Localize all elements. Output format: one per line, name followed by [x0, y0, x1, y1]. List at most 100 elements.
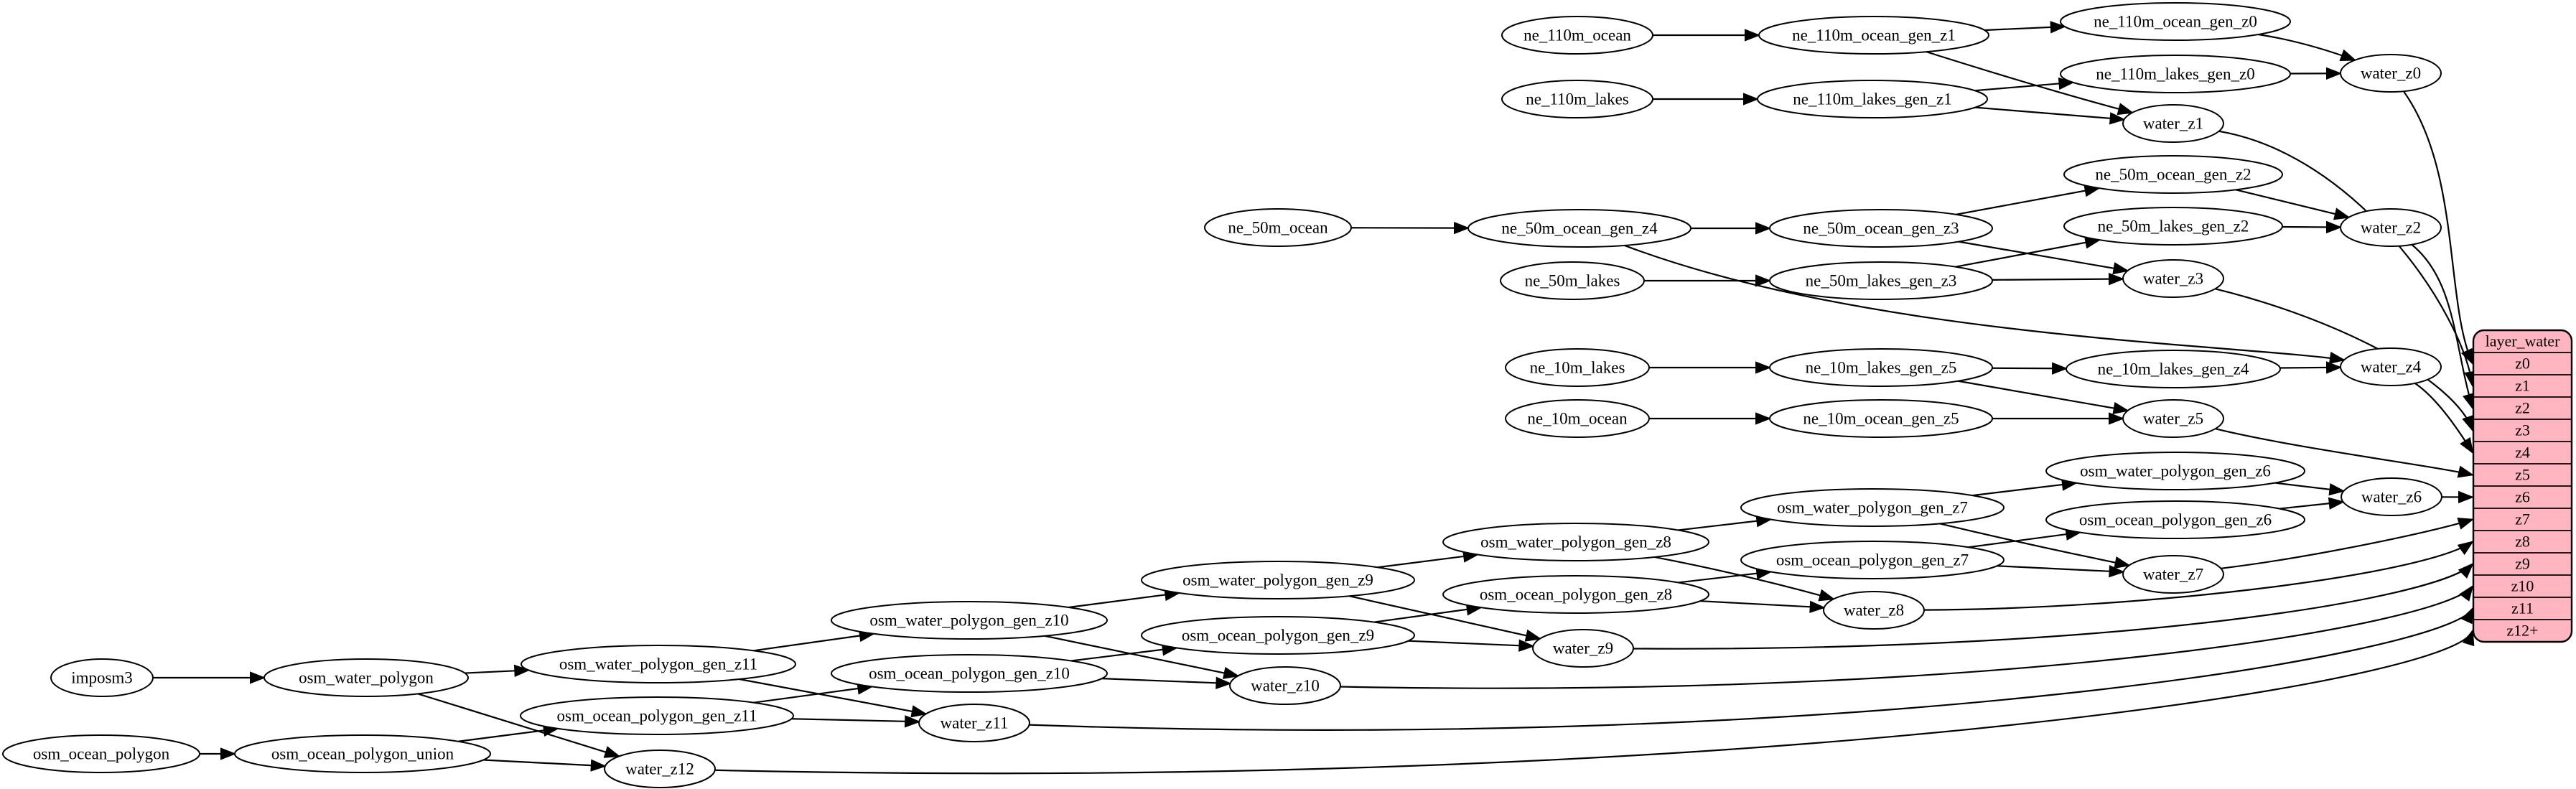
node-label-osm_water_polygon: osm_water_polygon	[299, 669, 434, 687]
edge-osm_water_polygon_gen_z8-to-water_z8	[1654, 556, 1833, 599]
node-label-osm_ocean_polygon: osm_ocean_polygon	[33, 745, 170, 763]
node-water_z6: water_z6	[2341, 477, 2442, 516]
layer-water-row-z1: z1	[2515, 377, 2530, 395]
edge-osm_ocean_polygon_union-to-water_z12	[483, 759, 605, 767]
node-water_z4: water_z4	[2340, 347, 2442, 386]
node-label-water_z3: water_z3	[2143, 270, 2203, 288]
edge-osm_ocean_polygon_gen_z11-to-water_z11	[791, 719, 919, 722]
node-ellipse-water_z2	[2340, 208, 2442, 247]
node-ne_110m_ocean: ne_110m_ocean	[1501, 16, 1653, 55]
node-label-ne_50m_ocean: ne_50m_ocean	[1228, 219, 1328, 237]
node-ne_50m_lakes_gen_z2: ne_50m_lakes_gen_z2	[2063, 207, 2283, 246]
node-ellipse-osm_ocean_polygon_union	[234, 734, 491, 773]
node-label-ne_110m_lakes: ne_110m_lakes	[1526, 90, 1629, 108]
node-label-ne_50m_lakes_gen_z2: ne_50m_lakes_gen_z2	[2098, 218, 2249, 235]
node-osm_ocean_polygon_gen_z6: osm_ocean_polygon_gen_z6	[2045, 500, 2305, 539]
node-label-ne_50m_ocean_gen_z2: ne_50m_ocean_gen_z2	[2095, 166, 2251, 184]
edge-osm_ocean_polygon_gen_z9-to-water_z9	[1408, 641, 1534, 646]
node-ne_50m_lakes_gen_z3: ne_50m_lakes_gen_z3	[1769, 261, 1993, 300]
edge-osm_ocean_polygon_gen_z11-to-osm_ocean_polygon_gen_z10	[753, 686, 872, 704]
node-label-ne_110m_lakes_gen_z0: ne_110m_lakes_gen_z0	[2096, 65, 2254, 83]
edge-osm_ocean_polygon_gen_z9-to-osm_ocean_polygon_gen_z8	[1373, 607, 1481, 623]
layer-water-row-z11: z11	[2511, 599, 2534, 617]
node-label-ne_10m_ocean: ne_10m_ocean	[1527, 410, 1628, 428]
edge-osm_ocean_polygon_gen_z7-to-water_z7	[1997, 566, 2123, 571]
node-ellipse-ne_10m_lakes_gen_z5	[1769, 348, 1993, 387]
node-ellipse-ne_110m_ocean_gen_z0	[2060, 2, 2291, 41]
edge-ne_50m_ocean_gen_z3-to-water_z3	[1959, 241, 2127, 271]
edge-water_z10-to-layer_water-z10	[1340, 587, 2473, 689]
node-label-osm_ocean_polygon_gen_z9: osm_ocean_polygon_gen_z9	[1182, 627, 1374, 645]
node-label-osm_water_polygon_gen_z10: osm_water_polygon_gen_z10	[869, 612, 1068, 630]
edge-osm_ocean_polygon_gen_z8-to-water_z8	[1700, 600, 1824, 607]
edge-osm_water_polygon_gen_z10-to-osm_water_polygon_gen_z9	[1068, 593, 1179, 609]
node-osm_water_polygon_gen_z9: osm_water_polygon_gen_z9	[1141, 561, 1415, 599]
node-ellipse-water_z12	[604, 750, 716, 788]
node-label-water_z7: water_z7	[2143, 566, 2203, 584]
node-ne_110m_ocean_gen_z0: ne_110m_ocean_gen_z0	[2060, 2, 2291, 41]
node-label-osm_water_polygon_gen_z11: osm_water_polygon_gen_z11	[559, 655, 757, 673]
node-ne_110m_ocean_gen_z1: ne_110m_ocean_gen_z1	[1758, 16, 1989, 55]
node-ne_110m_lakes_gen_z1: ne_110m_lakes_gen_z1	[1757, 80, 1988, 118]
node-label-ne_10m_lakes_gen_z4: ne_10m_lakes_gen_z4	[2098, 360, 2249, 378]
node-osm_water_polygon_gen_z11: osm_water_polygon_gen_z11	[521, 645, 796, 683]
node-ellipse-osm_ocean_polygon_gen_z9	[1141, 616, 1415, 655]
node-ellipse-ne_10m_ocean_gen_z5	[1769, 399, 1993, 438]
edge-ne_50m_lakes_gen_z3-to-water_z3	[1992, 279, 2123, 280]
edge-osm_ocean_polygon_gen_z10-to-osm_ocean_polygon_gen_z9	[1070, 648, 1177, 662]
node-label-water_z2: water_z2	[2361, 219, 2421, 237]
node-ellipse-osm_water_polygon	[263, 658, 469, 697]
edge-water_z5-to-layer_water-z5	[2215, 428, 2473, 475]
node-ellipse-ne_110m_lakes	[1501, 80, 1653, 118]
edge-osm_ocean_polygon_gen_z6-to-water_z6	[2279, 502, 2343, 508]
edge-ne_110m_ocean_gen_z1-to-ne_110m_ocean_gen_z0	[1984, 27, 2065, 30]
node-ellipse-ne_10m_lakes_gen_z4	[2066, 350, 2281, 388]
edge-osm_ocean_polygon_gen_z7-to-osm_ocean_polygon_gen_z6	[1968, 533, 2081, 548]
node-label-water_z8: water_z8	[1844, 602, 1904, 620]
node-water_z1: water_z1	[2122, 104, 2224, 143]
node-osm_ocean_polygon_gen_z10: osm_ocean_polygon_gen_z10	[831, 654, 1108, 693]
node-label-ne_50m_ocean_gen_z3: ne_50m_ocean_gen_z3	[1803, 220, 1959, 238]
node-ellipse-ne_50m_ocean	[1204, 208, 1352, 247]
node-label-ne_10m_lakes_gen_z5: ne_10m_lakes_gen_z5	[1806, 359, 1957, 377]
node-ellipse-ne_50m_lakes	[1500, 261, 1645, 300]
node-osm_water_polygon_gen_z6: osm_water_polygon_gen_z6	[2045, 452, 2305, 490]
node-ellipse-ne_50m_ocean_gen_z4	[1467, 209, 1691, 248]
record-layer: layer_waterz0z1z2z3z4z5z6z7z8z9z10z11z12…	[2472, 329, 2573, 643]
node-ellipse-water_z0	[2340, 54, 2442, 93]
node-label-osm_ocean_polygon_gen_z8: osm_ocean_polygon_gen_z8	[1480, 586, 1672, 604]
node-ellipse-osm_ocean_polygon_gen_z11	[520, 696, 794, 735]
node-ellipse-osm_water_polygon_gen_z11	[521, 645, 796, 683]
node-label-ne_110m_ocean: ne_110m_ocean	[1523, 27, 1631, 45]
node-label-osm_ocean_polygon_gen_z7: osm_ocean_polygon_gen_z7	[1776, 551, 1969, 569]
layer-water-row-z6: z6	[2515, 488, 2530, 506]
node-label-water_z4: water_z4	[2361, 358, 2422, 376]
node-ellipse-ne_10m_ocean	[1505, 399, 1650, 438]
edge-osm_ocean_polygon_union-to-osm_ocean_polygon_gen_z11	[458, 729, 558, 742]
edge-osm_water_polygon_gen_z6-to-water_z6	[2274, 482, 2344, 491]
edge-water_z8-to-layer_water-z8	[1923, 542, 2473, 611]
node-water_z12: water_z12	[604, 750, 716, 788]
node-water_z3: water_z3	[2122, 259, 2224, 298]
node-label-osm_water_polygon_gen_z7: osm_water_polygon_gen_z7	[1777, 499, 1968, 517]
node-ellipse-water_z1	[2122, 104, 2224, 143]
edge-ne_10m_lakes_gen_z5-to-water_z5	[1958, 380, 2127, 411]
edge-osm_water_polygon_gen_z9-to-water_z9	[1348, 595, 1540, 638]
edge-water_z11-to-layer_water-z11	[1029, 609, 2473, 731]
node-ne_10m_lakes_gen_z4: ne_10m_lakes_gen_z4	[2066, 350, 2281, 388]
node-ellipse-osm_water_polygon_gen_z7	[1740, 488, 2005, 527]
edge-osm_water_polygon_gen_z11-to-osm_water_polygon_gen_z10	[753, 634, 874, 652]
node-ne_50m_ocean_gen_z4: ne_50m_ocean_gen_z4	[1467, 209, 1691, 248]
node-water_z5: water_z5	[2122, 399, 2224, 438]
layer-water-record: layer_waterz0z1z2z3z4z5z6z7z8z9z10z11z12…	[2472, 329, 2573, 643]
node-ellipse-osm_water_polygon_gen_z9	[1141, 561, 1415, 599]
node-ellipse-ne_110m_lakes_gen_z1	[1757, 80, 1988, 118]
edge-layer	[153, 27, 2473, 775]
edge-osm_water_polygon_gen_z8-to-osm_water_polygon_gen_z7	[1678, 519, 1771, 531]
node-ellipse-ne_10m_lakes	[1505, 348, 1650, 387]
edge-water_z9-to-layer_water-z9	[1633, 564, 2473, 650]
node-osm_ocean_polygon_gen_z9: osm_ocean_polygon_gen_z9	[1141, 616, 1415, 655]
layer-water-row-z10: z10	[2511, 577, 2534, 595]
edge-ne_10m_lakes_gen_z5-to-ne_10m_lakes_gen_z4	[1992, 368, 2066, 369]
